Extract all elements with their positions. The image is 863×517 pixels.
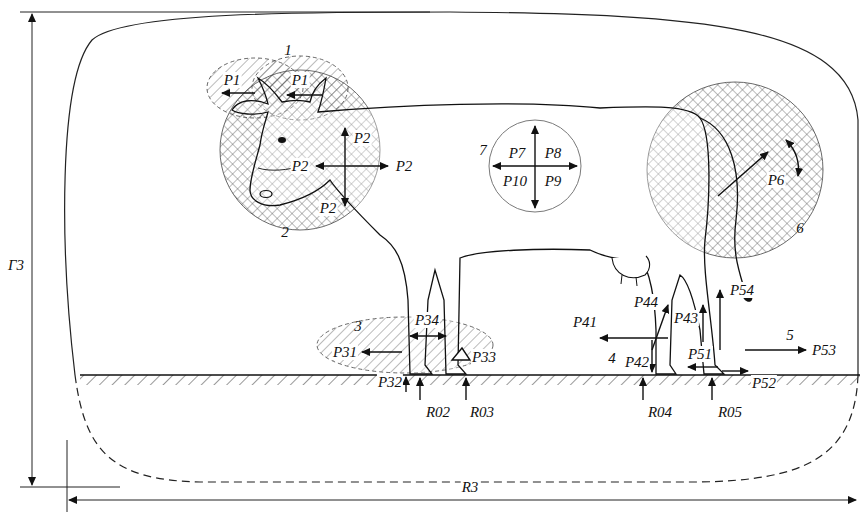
force-label: P52 (751, 375, 777, 391)
callout-number: 5 (785, 327, 795, 343)
force-label: P43 (673, 310, 699, 326)
force-label: R04 (647, 404, 673, 420)
force-label: P34 (414, 312, 440, 328)
force-label: P32 (377, 374, 403, 390)
force-label: P53 (811, 342, 837, 358)
force-label: P2 (319, 200, 338, 216)
callout-number: 3 (353, 318, 363, 334)
force-label: P42 (624, 354, 650, 370)
force-label: P6 (767, 172, 786, 188)
force-label: P1 (223, 72, 242, 88)
force-label: R02 (425, 404, 451, 420)
force-label: P41 (572, 314, 598, 330)
force-label: P2 (395, 158, 414, 174)
dimension-label: R3 (461, 479, 480, 495)
force-label: P8 (544, 145, 563, 161)
force-label: P1 (291, 72, 310, 88)
callout-number: 4 (607, 350, 617, 366)
callout-number: 2 (280, 224, 290, 240)
force-label: P54 (729, 282, 755, 298)
force-label: P7 (508, 145, 527, 161)
force-label: R03 (469, 404, 495, 420)
callout-number: 6 (795, 220, 805, 236)
force-label: P31 (332, 344, 358, 360)
force-label: P51 (687, 346, 713, 362)
force-label: P2 (291, 158, 310, 174)
force-label: P9 (544, 173, 563, 189)
dimension-label: Г3 (7, 257, 25, 273)
force-label: P33 (471, 349, 497, 365)
force-label: P2 (353, 130, 372, 146)
force-label: P44 (633, 294, 659, 310)
callout-number: 7 (478, 142, 488, 158)
callout-number: 1 (283, 42, 293, 58)
force-label: P10 (502, 173, 528, 189)
force-label: R05 (717, 404, 743, 420)
